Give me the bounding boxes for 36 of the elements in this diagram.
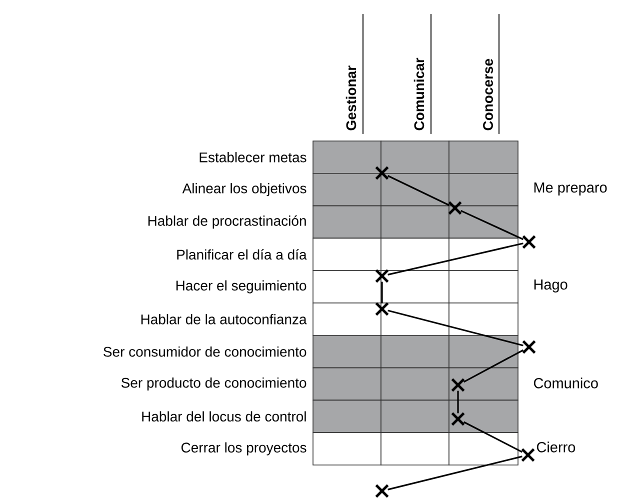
connector-line: [457, 390, 459, 414]
cross-mark: [374, 268, 390, 284]
row-label: Hablar del locus de control: [142, 411, 306, 422]
phase-label: Me preparo: [534, 182, 607, 196]
phase-label: Hago: [534, 280, 568, 292]
cross-mark: [520, 448, 536, 462]
connector-line: [388, 242, 524, 276]
connector-line: [387, 175, 450, 206]
connector-line: [381, 282, 383, 304]
connector-line: [388, 310, 524, 346]
connector-line: [388, 456, 522, 490]
cross-mark: [374, 484, 390, 498]
column-header: Gestionar: [346, 66, 356, 130]
connector-line: [463, 421, 523, 453]
cross-mark: [450, 412, 466, 426]
row-label: Planificar el día a día: [177, 249, 307, 260]
cross-mark: [448, 200, 462, 216]
cross-mark: [374, 166, 390, 180]
cross-mark: [522, 340, 536, 354]
cross-mark: [374, 302, 390, 316]
row-label: Ser consumidor de conocimiento: [104, 346, 306, 357]
row-label: Cerrar los proyectos: [181, 442, 306, 456]
row-label: Alinear los objetivos: [182, 183, 306, 196]
column-header: Comunicar: [414, 58, 424, 130]
row-label: Ser producto de conocimiento: [121, 377, 306, 391]
cross-mark: [450, 378, 466, 392]
column-header: Conocerse: [483, 58, 493, 130]
connector-line: [460, 210, 524, 240]
connector-line: [463, 349, 524, 383]
row-label: Hablar de la autoconfianza: [141, 314, 307, 324]
phase-label: Comunico: [534, 378, 598, 388]
row-label: Hablar de procrastinación: [148, 215, 306, 229]
row-label: Establecer metas: [200, 152, 306, 162]
row-label: Hacer el seguimiento: [176, 280, 306, 294]
cross-mark: [522, 234, 536, 250]
phase-label: Cierro: [536, 442, 576, 452]
